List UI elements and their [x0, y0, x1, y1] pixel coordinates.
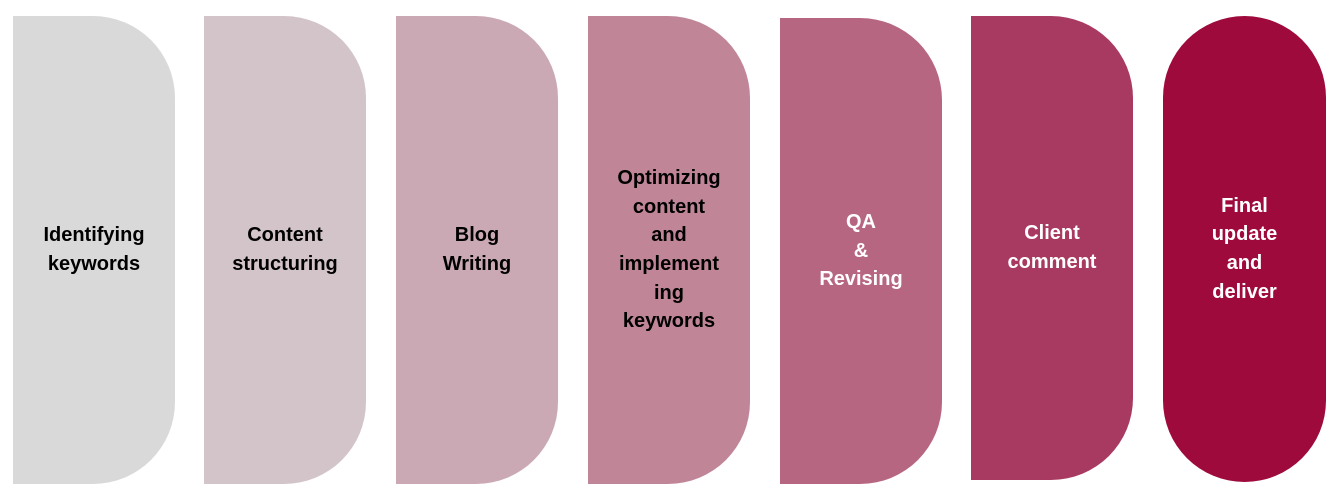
step-label: Optimizing content and implement ing key…	[617, 167, 721, 333]
step-client-comment: Client comment	[971, 16, 1133, 480]
step-final-update: Final update and deliver	[1163, 16, 1326, 482]
step-content-structuring: Content structuring	[204, 16, 366, 484]
step-label: Client comment	[1007, 222, 1097, 273]
step-qa-revising: QA & Revising	[780, 18, 942, 484]
step-optimizing-content: Optimizing content and implement ing key…	[588, 16, 750, 484]
step-blog-writing: Blog Writing	[396, 16, 558, 484]
step-label: Identifying keywords	[43, 224, 145, 275]
step-label: Final update and deliver	[1211, 194, 1278, 303]
step-label: Content structuring	[232, 224, 338, 275]
step-label: Blog Writing	[442, 224, 512, 275]
step-identifying-keywords: Identifying keywords	[13, 16, 175, 484]
step-label: QA & Revising	[819, 211, 903, 291]
